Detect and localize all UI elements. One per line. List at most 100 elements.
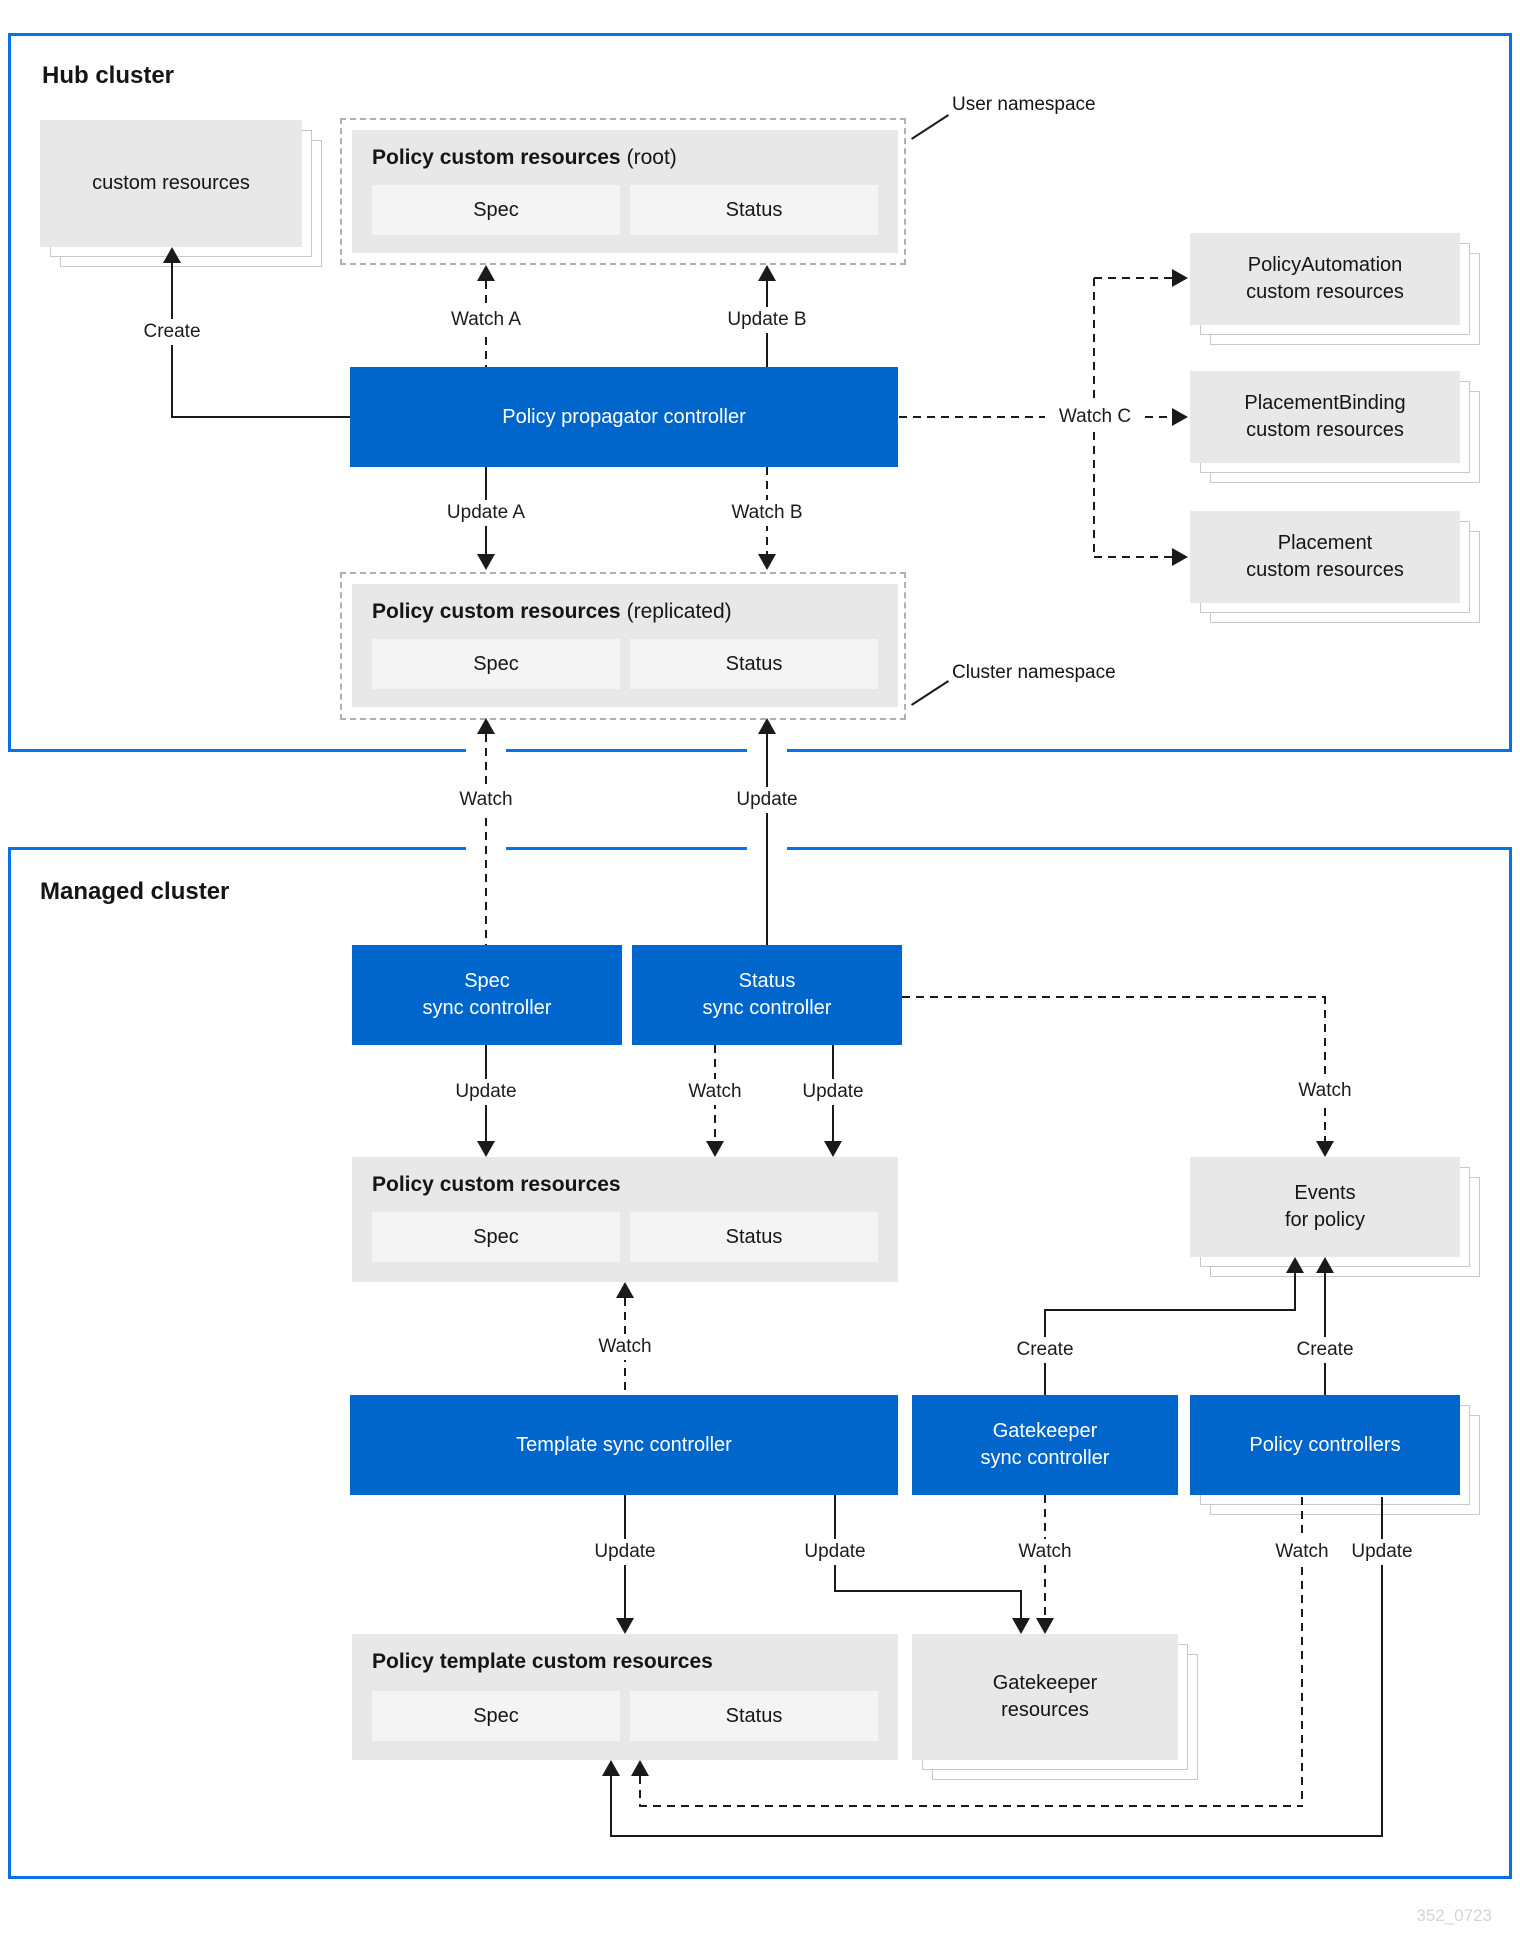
managed-status-box: Status <box>630 1212 878 1262</box>
replicated-status-label: Status <box>725 652 783 675</box>
policy-propagator-controller-label: Policy propagator controller <box>502 405 746 428</box>
template-update2-line <box>1020 1590 1022 1618</box>
gatekeeper-sync-line2: sync controller <box>980 1447 1110 1469</box>
policy-controllers-create-line <box>1324 1273 1326 1395</box>
root-policy-title-main: Policy custom resources <box>372 146 621 169</box>
placement-binding-box: PlacementBinding custom resources <box>1190 371 1480 483</box>
replicated-spec-label: Spec <box>473 652 519 675</box>
placement-binding-line1: PlacementBinding <box>1244 392 1406 414</box>
status-sync-watch-label: Watch <box>680 1079 750 1105</box>
policy-template-title-main: Policy template custom resources <box>372 1650 713 1673</box>
arrowhead-up <box>616 1282 634 1298</box>
managed-policy-resources-title: Policy custom resources <box>372 1173 621 1197</box>
root-spec-box: Spec <box>372 185 620 235</box>
watch-c-branch-line <box>1094 277 1172 279</box>
root-status-box: Status <box>630 185 878 235</box>
policy-template-spec-label: Spec <box>473 1704 519 1727</box>
gatekeeper-sync-line1: Gatekeeper <box>992 1420 1098 1442</box>
gatekeeper-create-line <box>1044 1309 1296 1311</box>
status-sync-controller-box: Status sync controller <box>632 945 902 1045</box>
gatekeeper-resources-line2: resources <box>1001 1699 1089 1721</box>
template-sync-controller-box: Template sync controller <box>350 1395 898 1495</box>
template-update2-line <box>834 1590 1022 1592</box>
policy-template-title: Policy template custom resources <box>372 1650 713 1674</box>
managed-policy-resources-box: Policy custom resources Spec Status <box>352 1157 898 1282</box>
replicated-policy-title-suffix: (replicated) <box>626 600 732 623</box>
update-b-label: Update B <box>719 307 815 333</box>
spec-sync-line2: sync controller <box>422 997 552 1019</box>
spec-sync-line1: Spec <box>464 970 510 992</box>
arrowhead-up <box>477 718 495 734</box>
watch-a-label: Watch A <box>442 307 530 333</box>
policy-automation-line2: custom resources <box>1246 281 1404 303</box>
arrowhead-down <box>1012 1618 1030 1634</box>
bridge-update-label: Update <box>728 787 806 813</box>
arrowhead-down <box>477 554 495 570</box>
create-label: Create <box>135 319 209 345</box>
root-spec-label: Spec <box>473 198 519 221</box>
arrowhead-down <box>477 1141 495 1157</box>
arrowhead-down <box>1036 1618 1054 1634</box>
root-status-label: Status <box>725 198 783 221</box>
custom-resources-label: custom resources <box>92 172 250 194</box>
replicated-policy-box: Policy custom resources(replicated) Spec… <box>352 584 898 707</box>
watch-c-branch-line <box>1094 556 1172 558</box>
arrowhead-up <box>758 718 776 734</box>
watch-c-line <box>899 416 1045 418</box>
gatekeeper-watch-label: Watch <box>1010 1539 1080 1565</box>
status-sync-events-watch-line <box>902 996 1326 998</box>
managed-spec-label: Spec <box>473 1225 519 1248</box>
events-for-policy-box: Events for policy <box>1190 1157 1480 1277</box>
policy-template-resources-box: Policy template custom resources Spec St… <box>352 1634 898 1760</box>
gatekeeper-resources-box: Gatekeeper resources <box>912 1634 1198 1780</box>
policy-template-spec-box: Spec <box>372 1691 620 1741</box>
policy-automation-line1: PolicyAutomation <box>1247 254 1403 276</box>
placement-box: Placement custom resources <box>1190 511 1480 623</box>
gatekeeper-resources-line1: Gatekeeper <box>992 1672 1098 1694</box>
replicated-status-box: Status <box>630 639 878 689</box>
managed-policy-resources-title-main: Policy custom resources <box>372 1173 621 1196</box>
watch-c-line <box>1145 416 1173 418</box>
watch-c-label: Watch C <box>1050 404 1140 430</box>
update-a-label: Update A <box>438 500 534 526</box>
create-edge-line <box>171 416 350 418</box>
arrowhead-right <box>1172 548 1188 566</box>
policy-controllers-update-line <box>1381 1497 1383 1837</box>
figure-id-watermark: 352_0723 <box>1416 1906 1492 1925</box>
arrowhead-right <box>1172 408 1188 426</box>
status-sync-line1: Status <box>738 970 796 992</box>
arrowhead-down <box>706 1141 724 1157</box>
placement-line2: custom resources <box>1246 559 1404 581</box>
arrowhead-down <box>616 1618 634 1634</box>
gatekeeper-sync-controller-box: Gatekeeper sync controller <box>912 1395 1178 1495</box>
arrowhead-down <box>758 554 776 570</box>
root-policy-box: Policy custom resources(root) Spec Statu… <box>352 130 898 253</box>
arrowhead-up <box>758 265 776 281</box>
policy-controllers-box: Policy controllers <box>1190 1395 1480 1515</box>
cluster-namespace-label: Cluster namespace <box>952 662 1116 683</box>
policy-controllers-update-line <box>610 1776 612 1837</box>
root-policy-title-suffix: (root) <box>626 146 677 169</box>
bridge-watch-label: Watch <box>451 787 521 813</box>
managed-spec-box: Spec <box>372 1212 620 1262</box>
policy-controllers-update-label: Update <box>1343 1539 1421 1565</box>
policy-automation-box: PolicyAutomation custom resources <box>1190 233 1480 345</box>
custom-resources-box: custom resources <box>40 120 322 267</box>
policy-template-status-box: Status <box>630 1691 878 1741</box>
managed-status-label: Status <box>725 1225 783 1248</box>
managed-cluster-title: Managed cluster <box>40 878 230 905</box>
spec-sync-controller-box: Spec sync controller <box>352 945 622 1045</box>
arrowhead-up <box>602 1760 620 1776</box>
events-watch-label: Watch <box>1290 1078 1360 1104</box>
placement-line1: Placement <box>1277 532 1373 554</box>
root-policy-title: Policy custom resources(root) <box>372 146 677 170</box>
bridge-update-line <box>766 734 768 945</box>
replicated-policy-title: Policy custom resources(replicated) <box>372 600 732 624</box>
arrowhead-down <box>1316 1141 1334 1157</box>
arrowhead-up <box>1286 1257 1304 1273</box>
policy-controllers-watch-line <box>639 1776 641 1806</box>
arrowhead-down <box>824 1141 842 1157</box>
template-update2-label: Update <box>796 1539 874 1565</box>
replicated-policy-title-main: Policy custom resources <box>372 600 621 623</box>
events-line2: for policy <box>1284 1209 1366 1231</box>
